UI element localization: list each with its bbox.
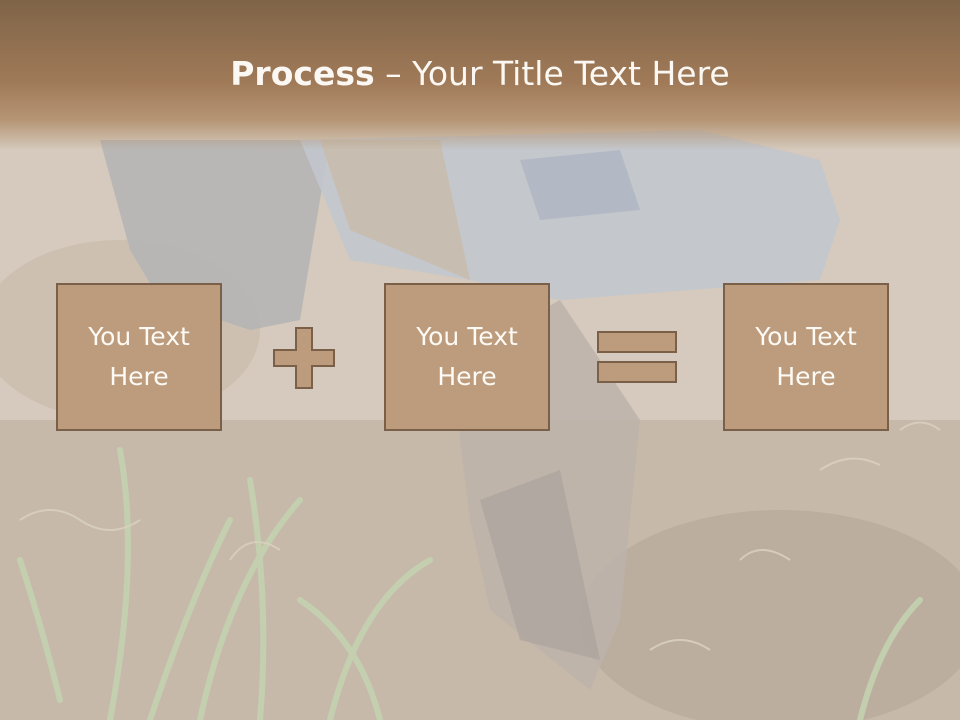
title-bold: Process (230, 54, 375, 93)
plus-icon (273, 327, 335, 389)
process-box-1: You Text Here (56, 283, 222, 431)
process-box-3-text: You Text Here (755, 322, 857, 391)
title-rest: – Your Title Text Here (374, 54, 730, 93)
equals-icon (597, 331, 677, 383)
process-box-3: You Text Here (723, 283, 889, 431)
process-box-2-text: You Text Here (416, 322, 518, 391)
process-box-2: You Text Here (384, 283, 550, 431)
slide-title: Process – Your Title Text Here (0, 52, 960, 96)
process-box-1-text: You Text Here (88, 322, 190, 391)
title-banner (0, 0, 960, 150)
